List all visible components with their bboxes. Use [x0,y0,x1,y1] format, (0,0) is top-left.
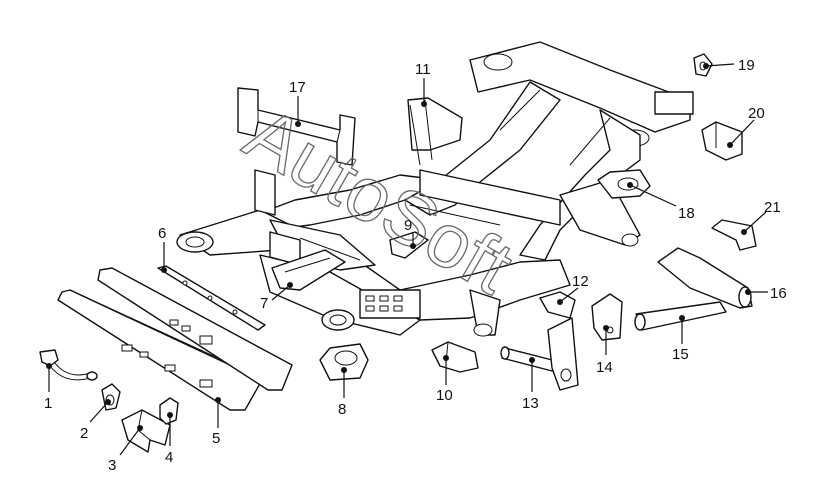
callout-11: 11 [415,61,431,78]
part-1-strap [39,349,98,381]
part-9-mount [389,231,429,259]
callout-3: 3 [108,457,116,474]
callout-4: 4 [165,449,173,466]
callout-21: 21 [764,199,781,216]
callout-labels: 1 2 3 4 5 6 7 8 9 10 11 12 13 14 15 16 1… [44,57,787,474]
callout-2: 2 [80,425,88,442]
callout-7: 7 [260,295,268,312]
callout-6: 6 [158,225,166,242]
part-bumper-beam [97,267,293,391]
chassis-frame [176,41,694,337]
callout-10: 10 [436,387,453,404]
part-21-angle-bracket [711,219,757,251]
part-11-body-mount [407,97,463,166]
leader-lines [46,63,768,456]
callout-20: 20 [748,105,765,122]
part-6-cross-bar [157,265,266,331]
callout-1: 1 [44,395,52,412]
callout-13: 13 [522,395,539,412]
callout-15: 15 [672,346,689,363]
callout-17: 17 [289,79,306,96]
part-16-chassis-leg [657,247,753,309]
part-13-tube [500,317,579,391]
part-4-clip [159,397,179,425]
callout-16: 16 [770,285,787,302]
part-10-bracket [431,341,479,373]
part-8-spring-seat [319,343,369,381]
callout-12: 12 [572,273,589,290]
part-14-bracket [591,293,623,341]
part-5-front-bumper [57,289,263,411]
part-12-gusset [539,291,576,319]
part-19-washer [693,53,713,77]
callout-8: 8 [338,401,346,418]
part-7-plate [271,249,346,291]
callout-14: 14 [596,359,613,376]
callout-9: 9 [404,217,412,234]
callout-18: 18 [678,205,695,222]
callout-5: 5 [212,430,220,447]
part-20-bracket [701,121,743,161]
callout-19: 19 [738,57,755,74]
